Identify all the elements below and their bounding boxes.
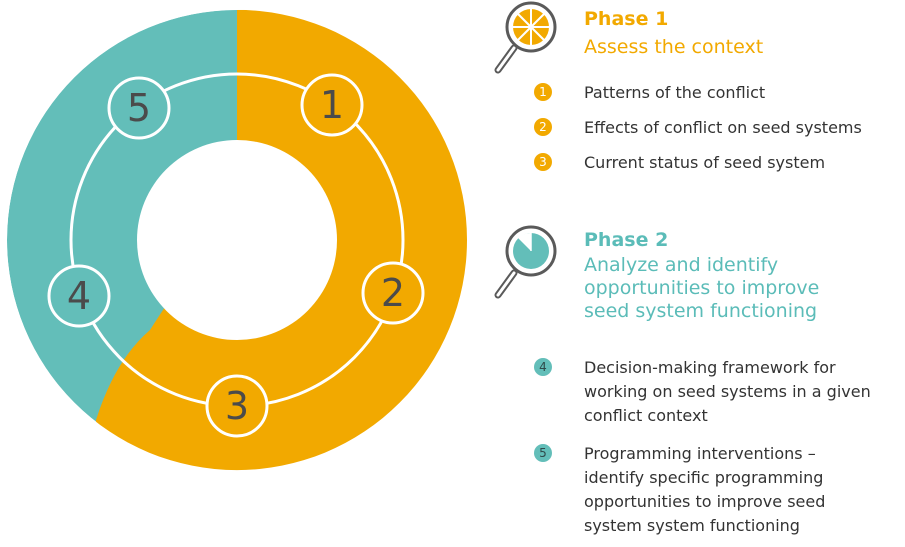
phase2-subtitle-line-2: opportunities to improve (584, 277, 820, 299)
ring-node-5: 5 (107, 76, 171, 140)
phase2-subtitle-line-3: seed system functioning (584, 300, 818, 322)
ring-node-3: 3 (205, 374, 269, 438)
step-text: Decision-making framework for working on… (584, 358, 871, 425)
step-badge-2: 2 (534, 118, 552, 136)
magnifier-orange-slice-icon (494, 1, 557, 74)
step-text: Effects of conflict on seed systems (584, 118, 862, 137)
ring-number-4: 4 (67, 274, 91, 318)
step-badge-5: 5 (534, 444, 552, 462)
step-badge-1: 1 (534, 83, 552, 101)
step-text: Programming interventions – identify spe… (584, 444, 826, 535)
step-text: Patterns of the conflict (584, 83, 766, 102)
ring-node-2: 2 (361, 261, 425, 325)
phase2-subtitle-line-1: Analyze and identify (584, 254, 779, 276)
phase2-title: Phase 2 (584, 229, 669, 251)
ring-number-5: 5 (127, 86, 151, 130)
step-badge-4: 4 (534, 358, 552, 376)
ring-number-1: 1 (320, 83, 344, 127)
ring-number-3: 3 (225, 384, 249, 428)
phase-ring-diagram: 1 2 3 4 5 (7, 0, 500, 547)
magnifier-pie-chart-icon (494, 225, 557, 299)
ring-number-2: 2 (381, 271, 405, 315)
phase1-subtitle: Assess the context (584, 36, 764, 58)
step-badge-3: 3 (534, 153, 552, 171)
ring-node-1: 1 (300, 73, 364, 137)
phase1-title: Phase 1 (584, 8, 669, 30)
step-text: Current status of seed system (584, 153, 826, 172)
ring-node-4: 4 (47, 264, 111, 328)
